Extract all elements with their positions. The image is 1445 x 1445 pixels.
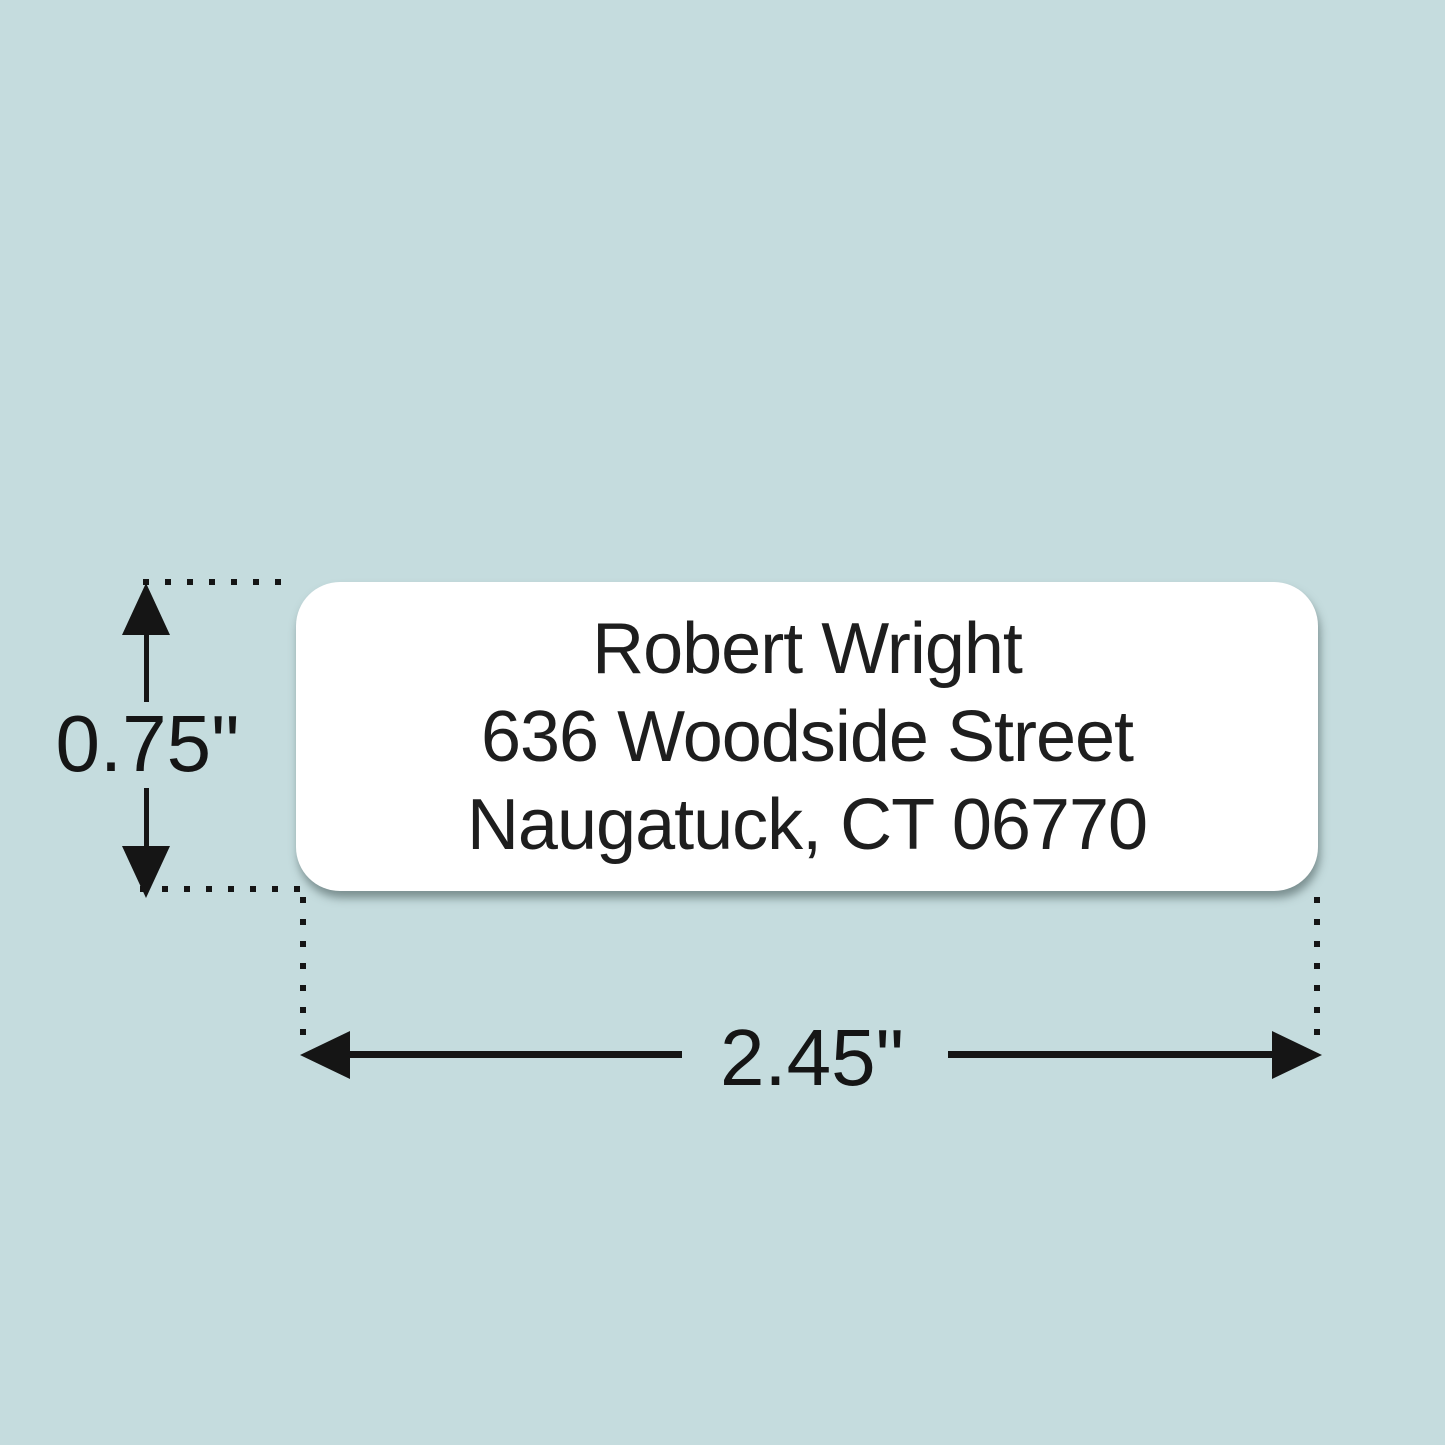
guide-dotted-left — [300, 897, 306, 1049]
arrow-down-shaft — [144, 788, 149, 852]
guide-dotted-top — [143, 579, 293, 585]
arrow-down-icon — [122, 846, 170, 898]
arrow-up-shaft — [144, 630, 149, 702]
address-text-block: Robert Wright 636 Woodside Street Naugat… — [466, 605, 1148, 869]
address-line-city: Naugatuck, CT 06770 — [466, 784, 1148, 865]
arrow-up-icon — [122, 583, 170, 635]
height-dimension-value: 0.75" — [55, 699, 240, 788]
arrow-left-shaft — [344, 1051, 682, 1058]
address-line-street: 636 Woodside Street — [480, 696, 1134, 777]
width-dimension-value: 2.45" — [719, 1013, 905, 1102]
address-label-sticker: Robert Wright 636 Woodside Street Naugat… — [296, 582, 1318, 891]
arrow-left-icon — [300, 1031, 350, 1079]
guide-dotted-bottom — [140, 886, 308, 892]
arrow-right-shaft — [948, 1051, 1274, 1058]
guide-dotted-right — [1314, 897, 1320, 1045]
address-line-name: Robert Wright — [592, 608, 1023, 689]
arrow-right-icon — [1272, 1031, 1322, 1079]
